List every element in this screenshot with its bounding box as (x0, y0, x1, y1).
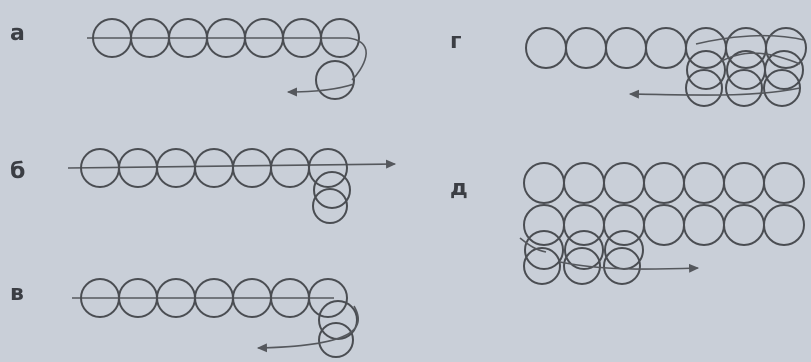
panel-d: д (450, 162, 805, 285)
bead (765, 27, 807, 69)
bead (308, 148, 348, 188)
thread-arrow (256, 305, 359, 353)
bead (565, 27, 607, 69)
bead (763, 162, 805, 204)
bead (603, 162, 645, 204)
bead (604, 230, 644, 270)
bead (763, 204, 805, 246)
panel-a: а (10, 18, 367, 100)
bead (563, 162, 605, 204)
thread-arrow (628, 87, 801, 99)
panel-g: г (450, 27, 807, 107)
panel-g-label: г (450, 29, 462, 54)
panel-v-label: в (10, 281, 24, 306)
bead (725, 27, 767, 69)
thread-line (519, 237, 547, 253)
bead (603, 204, 645, 246)
bead (232, 148, 272, 188)
thread-line (347, 37, 367, 81)
panel-b: б (10, 148, 397, 224)
panel-b-label: б (10, 159, 25, 184)
bead (686, 50, 726, 90)
bead (564, 230, 604, 270)
panel-b-illustration (67, 148, 397, 224)
bead (315, 60, 355, 100)
thread-arrow (559, 261, 700, 273)
bead (603, 247, 641, 285)
thread-arrow (67, 159, 397, 169)
panel-d-illustration (519, 162, 805, 285)
bead (723, 162, 765, 204)
bead (764, 50, 804, 90)
bead (685, 69, 723, 107)
thread-line (719, 52, 801, 65)
bead (523, 162, 565, 204)
bead (683, 204, 725, 246)
bead (194, 148, 234, 188)
bead (683, 162, 725, 204)
bead (643, 162, 685, 204)
panel-a-illustration (87, 18, 367, 100)
bead (725, 69, 763, 107)
panel-d-label: д (450, 176, 468, 201)
bead (312, 188, 348, 224)
panel-v: в (10, 278, 359, 358)
bead (313, 171, 351, 209)
bead (270, 148, 310, 188)
thread-line (695, 34, 805, 45)
bead (320, 18, 360, 58)
bead (524, 230, 564, 270)
bead (645, 27, 687, 69)
bead (563, 247, 601, 285)
panel-v-illustration (72, 278, 359, 358)
bead (156, 148, 196, 188)
bead (523, 204, 565, 246)
bead (643, 204, 685, 246)
panel-g-illustration (525, 27, 807, 107)
bead (563, 204, 605, 246)
bead (525, 27, 567, 69)
bead (523, 247, 561, 285)
bead (723, 204, 765, 246)
bead (308, 278, 348, 318)
thread-arrow (286, 83, 355, 97)
bead (605, 27, 647, 69)
panel-a-label: а (10, 21, 25, 46)
bead (318, 322, 354, 358)
